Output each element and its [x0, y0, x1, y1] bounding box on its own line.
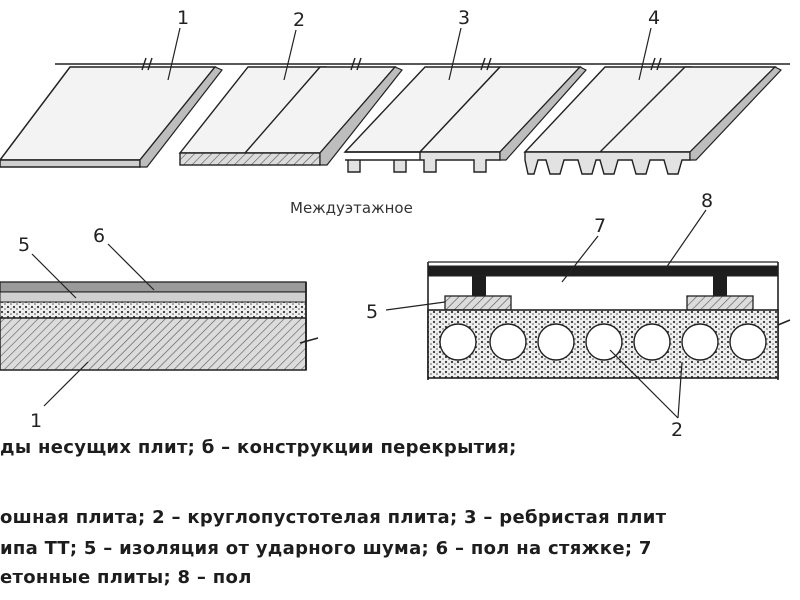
slab-hollow-core: [178, 66, 403, 166]
section-joist-floor: [385, 209, 791, 419]
slab-number-2: 2: [293, 9, 305, 31]
slab-number-4: 4: [648, 7, 660, 29]
section-screed-floor: [0, 243, 319, 407]
slab-solid: [0, 66, 223, 168]
slab-types: 1 2 3 4 Междуэтажное: [0, 7, 790, 217]
caption-line-1: ды несущих плит; б – конструкции перекры…: [0, 437, 517, 458]
left-label-5: 5: [18, 234, 30, 256]
slab-number-3: 3: [458, 7, 470, 29]
right-label-7: 7: [594, 215, 606, 237]
subtitle-interfloor: Междуэтажное: [290, 199, 413, 217]
slab-voids: [439, 323, 767, 361]
caption-line-4: етонные плиты; 8 – пол: [0, 567, 252, 588]
left-label-6: 6: [93, 225, 105, 247]
right-label-2: 2: [671, 419, 683, 441]
slab-number-1: 1: [177, 7, 189, 29]
slab-ribbed: [343, 66, 587, 173]
guide-ticks: [141, 57, 662, 71]
right-label-8: 8: [701, 190, 713, 212]
slab-tt: [523, 66, 782, 175]
slab-leaders: [167, 27, 652, 81]
left-label-1: 1: [30, 410, 42, 432]
caption-line-3: ипа ТТ; 5 – изоляция от ударного шума; 6…: [0, 538, 652, 559]
right-label-5: 5: [366, 301, 378, 323]
caption-line-2: ошная плита; 2 – круглопустотелая плита;…: [0, 507, 667, 528]
